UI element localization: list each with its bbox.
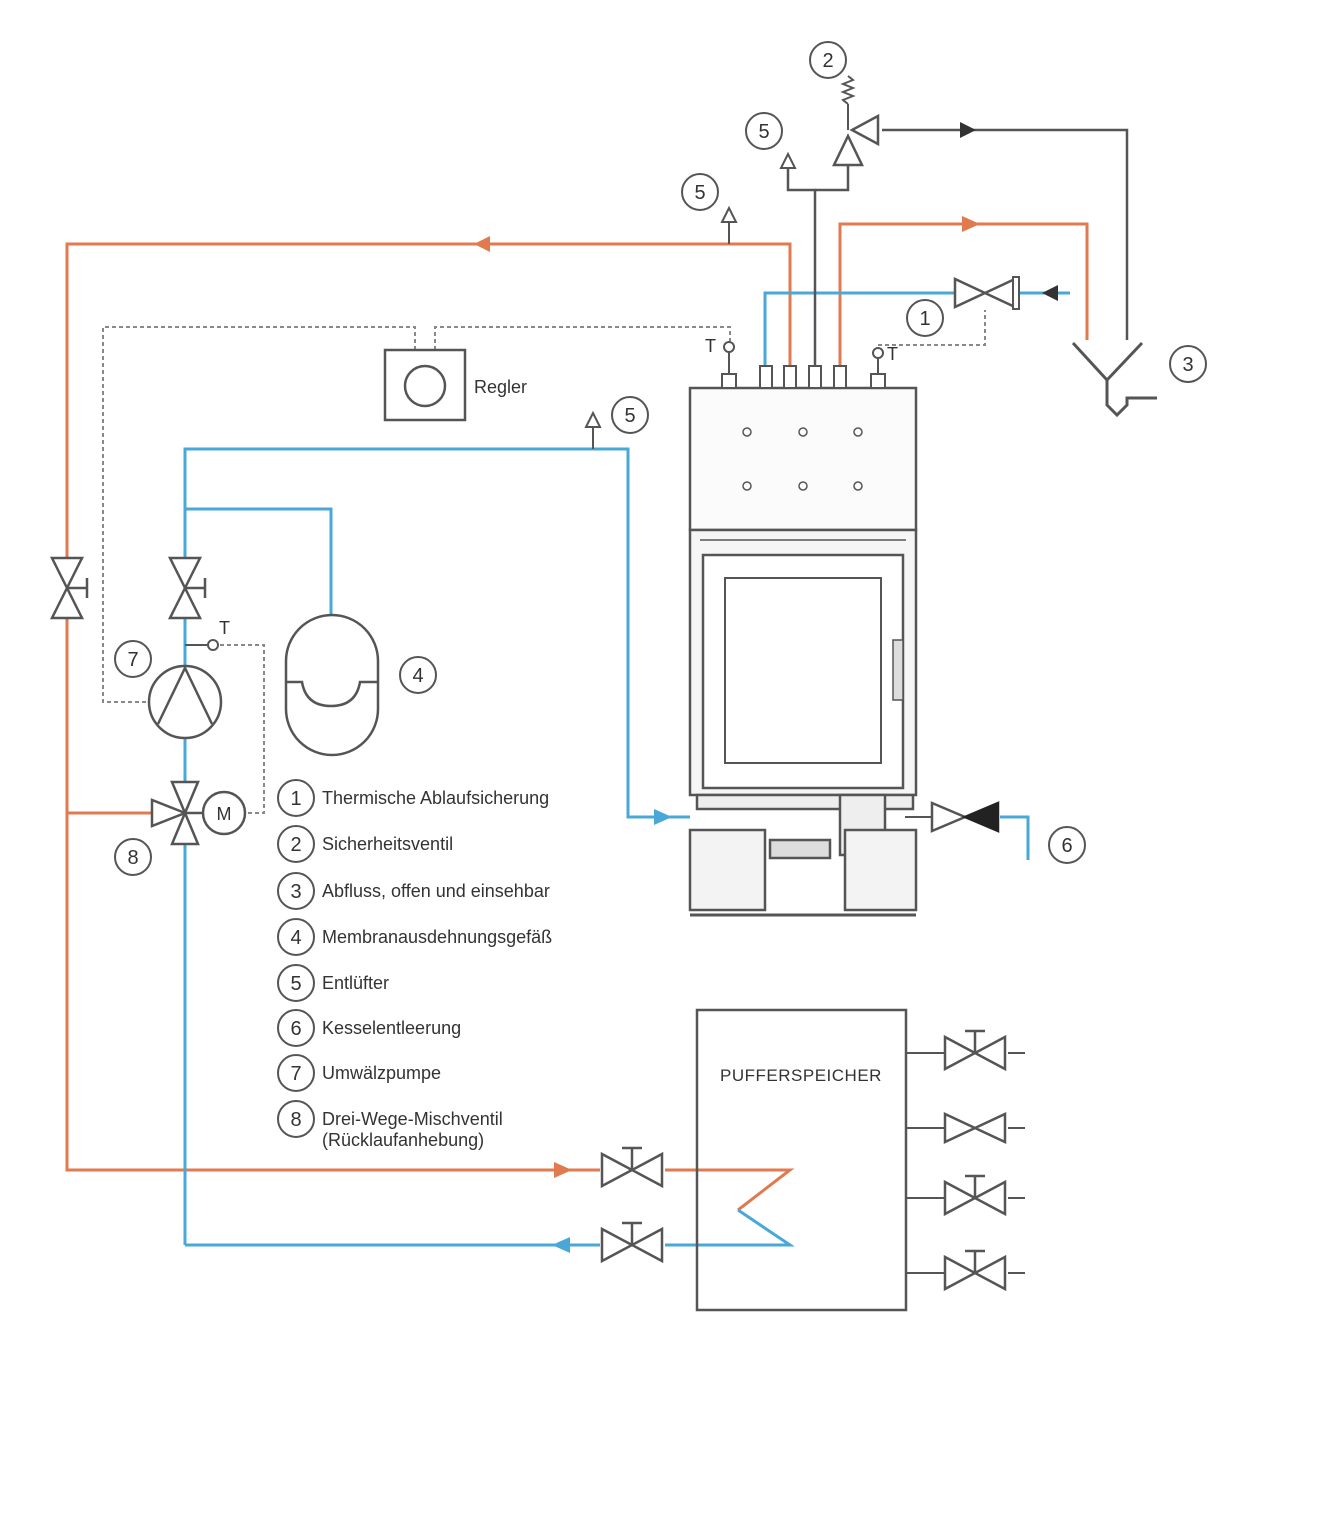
legend-item: 8 Drei-Wege-Mischventil (Rücklaufanhebun… (277, 1100, 503, 1150)
callout-5-a: 5 (681, 173, 719, 211)
expansion-vessel (284, 613, 380, 757)
legend-item-text: Sicherheitsventil (322, 834, 453, 854)
control-wiring (102, 310, 986, 814)
callout-6: 6 (1048, 826, 1086, 864)
callout-2-number: 2 (822, 50, 833, 72)
callout-8-number: 8 (127, 847, 138, 869)
callout-3-number: 3 (1182, 354, 1193, 376)
safety-flow-arrow (960, 122, 976, 138)
shutoff-valve-supply (50, 556, 89, 620)
return-flow-arrow-boiler (654, 809, 672, 825)
supply-flow-arrow-right (962, 216, 980, 232)
drain-funnel (1071, 341, 1157, 418)
supply-flow-arrow-buffer (554, 1162, 572, 1178)
buffer-outlet-valve-3 (943, 1174, 1007, 1216)
circulation-pump (147, 664, 223, 740)
mixing-valve-motor-label: M (217, 804, 232, 824)
controller-unit: Regler (383, 348, 527, 422)
legend-item-text: Thermische Ablaufsicherung (322, 788, 549, 808)
boiler-drain-valve (905, 801, 1000, 833)
legend-item-text: Abfluss, offen und einsehbar (322, 881, 550, 901)
buffer-tank-label: PUFFERSPEICHER (720, 1066, 882, 1085)
callout-4-number: 4 (412, 665, 423, 687)
legend-item-text-line2: (Rücklaufanhebung) (322, 1130, 484, 1150)
buffer-outlet-valve-4 (943, 1249, 1007, 1291)
callout-5-b: 5 (745, 112, 783, 150)
legend-item-number: 6 (290, 1018, 301, 1040)
temperature-sensor-right: T (872, 344, 898, 374)
legend-item-number: 1 (290, 788, 301, 810)
legend-item-number: 8 (290, 1109, 301, 1131)
safety-valve (832, 75, 880, 167)
callout-3: 3 (1169, 345, 1207, 383)
pump-temperature-sensor: T (185, 618, 230, 651)
buffer-supply-valve (600, 1146, 664, 1188)
supply-pipes (65, 222, 1089, 1212)
legend-item: 7 Umwälzpumpe (277, 1054, 441, 1092)
legend-item-text: Kesselentleerung (322, 1018, 461, 1038)
buffer-outlet-valve-2 (943, 1112, 1007, 1144)
legend-item-text: Umwälzpumpe (322, 1063, 441, 1083)
callout-1-number: 1 (919, 308, 930, 330)
air-vent-top-left (721, 207, 737, 245)
legend-item-number: 5 (290, 973, 301, 995)
legend-item-number: 2 (290, 834, 301, 856)
temperature-sensor-left: T (705, 336, 735, 374)
thermal-discharge-valve (953, 276, 1020, 310)
buffer-outlet-valve-1 (943, 1029, 1007, 1071)
buffer-return-valve (600, 1221, 664, 1263)
callout-2: 2 (809, 41, 847, 79)
return-flow-arrow-buffer (552, 1237, 570, 1253)
legend-item-number: 3 (290, 881, 301, 903)
legend-item-number: 4 (290, 927, 301, 949)
supply-flow-arrow-top (474, 236, 490, 252)
legend-item: 1 Thermische Ablaufsicherung (277, 779, 549, 817)
callout-7: 7 (114, 640, 152, 678)
cold-water-inlet-arrow (1042, 285, 1058, 301)
pump-temperature-sensor-label: T (219, 618, 230, 638)
legend: 1 Thermische Ablaufsicherung 2 Sicherhei… (277, 779, 552, 1150)
legend-item: 4 Membranausdehnungsgefäß (277, 918, 552, 956)
legend-item-text: Drei-Wege-Mischventil (322, 1109, 503, 1129)
callout-5-b-number: 5 (758, 121, 769, 143)
temperature-sensor-left-label: T (705, 336, 716, 356)
callout-5-c-number: 5 (624, 405, 635, 427)
callout-7-number: 7 (127, 649, 138, 671)
return-pipes (183, 291, 1070, 1247)
legend-item-text: Entlüfter (322, 973, 389, 993)
callout-1: 1 (906, 299, 944, 337)
callout-6-number: 6 (1061, 835, 1072, 857)
shutoff-valve-return (168, 556, 207, 620)
air-vent-return (585, 412, 601, 450)
temperature-sensor-right-label: T (887, 344, 898, 364)
three-way-mixing-valve: M (150, 780, 247, 846)
legend-item: 5 Entlüfter (277, 964, 389, 1002)
buffer-tank: PUFFERSPEICHER (695, 1008, 1025, 1312)
legend-item: 3 Abfluss, offen und einsehbar (277, 872, 550, 910)
legend-item: 2 Sicherheitsventil (277, 825, 453, 863)
legend-item: 6 Kesselentleerung (277, 1009, 461, 1047)
controller-label: Regler (474, 377, 527, 397)
callout-5-a-number: 5 (694, 182, 705, 204)
legend-item-text: Membranausdehnungsgefäß (322, 927, 552, 947)
callout-8: 8 (114, 838, 152, 876)
callout-4: 4 (399, 656, 437, 694)
air-vent-top-right (780, 153, 796, 191)
legend-item-number: 7 (290, 1063, 301, 1085)
callout-5-c: 5 (611, 396, 649, 434)
boiler-insert (688, 365, 918, 917)
